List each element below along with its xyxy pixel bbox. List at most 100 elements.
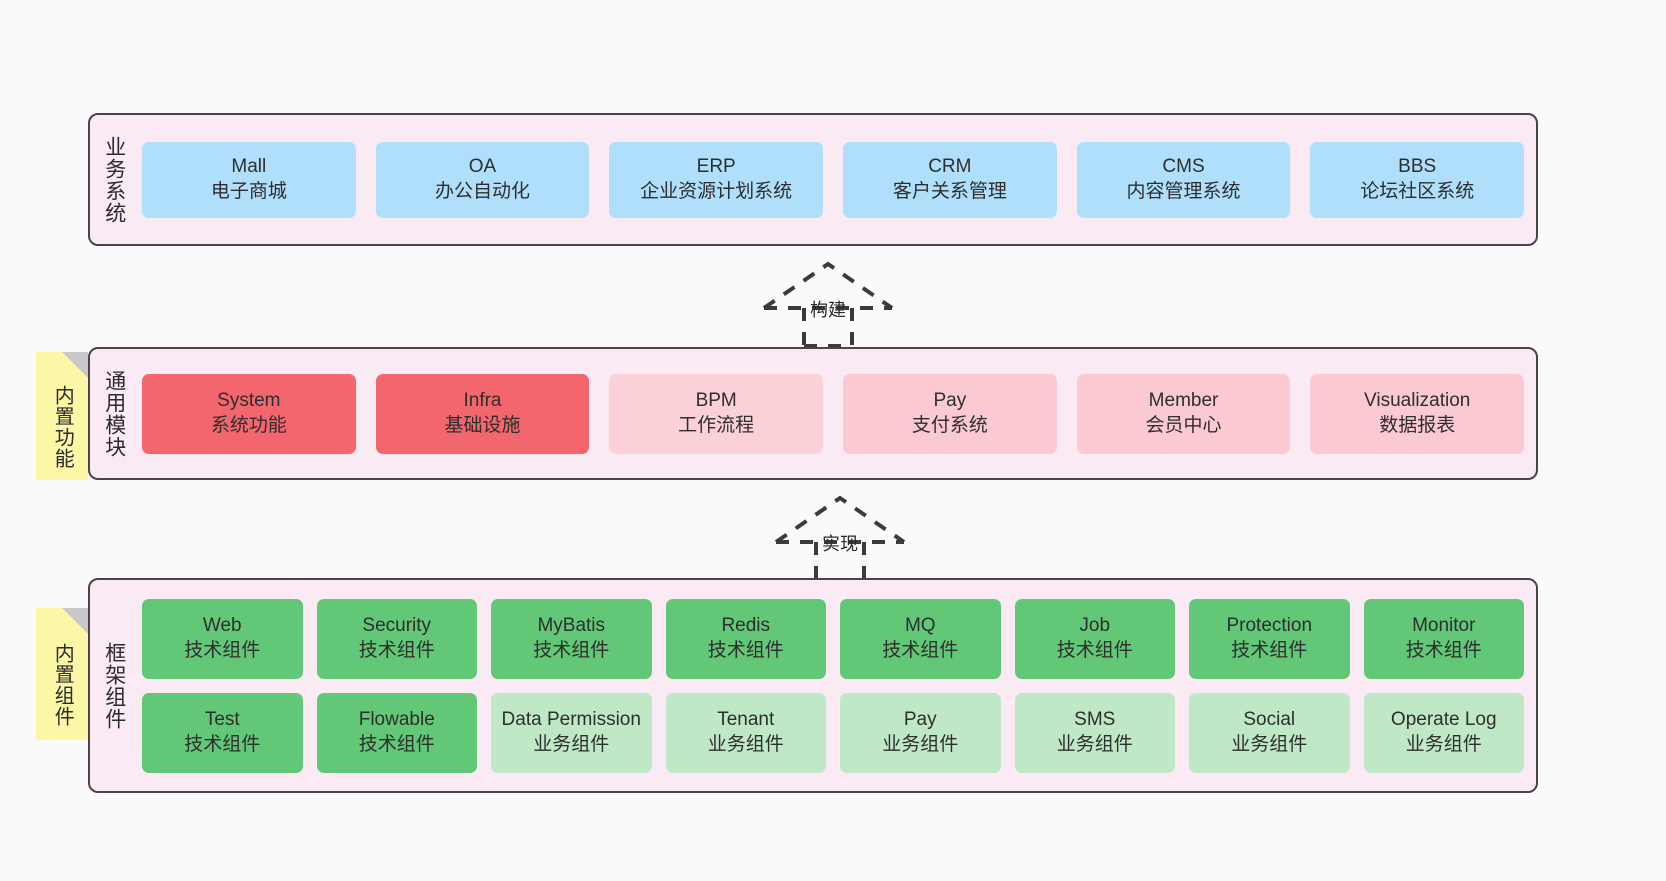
card-pay-module[interactable]: Pay 支付系统 — [843, 373, 1057, 454]
connector-build-label: 构建 — [810, 300, 846, 320]
card-subtitle: 支付系统 — [911, 414, 988, 436]
card-infra[interactable]: Infra 基础设施 — [375, 373, 590, 454]
card-title: Infra — [463, 390, 502, 412]
card-subtitle: 技术组件 — [882, 639, 959, 661]
card-subtitle: 业务组件 — [1056, 733, 1133, 755]
note-fold-corner-icon — [62, 608, 88, 634]
card-flowable[interactable]: Flowable 技术组件 — [316, 692, 477, 773]
card-title: BPM — [695, 390, 737, 412]
card-subtitle: 技术组件 — [707, 639, 784, 661]
card-subtitle: 系统功能 — [210, 414, 287, 436]
card-mybatis[interactable]: MyBatis 技术组件 — [491, 598, 652, 679]
card-redis[interactable]: Redis 技术组件 — [665, 598, 826, 679]
card-mq[interactable]: MQ 技术组件 — [840, 598, 1001, 679]
layer-title-common-modules: 通用模块 — [102, 369, 126, 458]
card-pay-component[interactable]: Pay 业务组件 — [840, 692, 1001, 773]
note-fold-corner-icon — [62, 352, 88, 378]
note-label: 内置组件 — [51, 643, 74, 727]
card-web[interactable]: Web 技术组件 — [142, 598, 303, 679]
layer-business-systems: 业务系统 Mall 电子商城 OA 办公自动化 ERP 企业资源计划系统 CRM… — [88, 113, 1538, 246]
card-monitor[interactable]: Monitor 技术组件 — [1363, 598, 1524, 679]
card-subtitle: 客户关系管理 — [892, 180, 1007, 202]
card-tenant[interactable]: Tenant 业务组件 — [665, 692, 826, 773]
card-title: Protection — [1226, 615, 1313, 637]
card-subtitle: 数据报表 — [1379, 414, 1456, 436]
card-title: BBS — [1398, 156, 1437, 178]
card-title: CMS — [1162, 156, 1205, 178]
connector-implement: 实现 — [770, 492, 910, 582]
card-subtitle: 技术组件 — [1056, 639, 1133, 661]
layer-title-business-systems: 业务系统 — [102, 135, 126, 224]
card-erp[interactable]: ERP 企业资源计划系统 — [609, 141, 824, 218]
card-subtitle: 基础设施 — [444, 414, 521, 436]
card-title: Web — [202, 615, 242, 637]
card-title: MyBatis — [537, 615, 606, 637]
card-subtitle: 技术组件 — [358, 639, 435, 661]
card-visualization[interactable]: Visualization 数据报表 — [1310, 373, 1525, 454]
card-title: Tenant — [717, 709, 775, 731]
card-social[interactable]: Social 业务组件 — [1189, 692, 1350, 773]
card-sms[interactable]: SMS 业务组件 — [1014, 692, 1175, 773]
card-subtitle: 业务组件 — [1231, 733, 1308, 755]
card-subtitle: 技术组件 — [533, 639, 610, 661]
card-title: System — [217, 390, 281, 412]
card-title: MQ — [904, 615, 936, 637]
card-subtitle: 技术组件 — [184, 733, 261, 755]
card-title: OA — [468, 156, 497, 178]
card-title: Pay — [933, 390, 967, 412]
card-subtitle: 技术组件 — [358, 733, 435, 755]
card-title: Monitor — [1412, 615, 1476, 637]
card-subtitle: 业务组件 — [882, 733, 959, 755]
framework-row-1: Web 技术组件 Security 技术组件 MyBatis 技术组件 Redi… — [142, 598, 1524, 679]
card-protection[interactable]: Protection 技术组件 — [1189, 598, 1350, 679]
card-title: Operate Log — [1390, 709, 1497, 731]
layer-body-business-systems: Mall 电子商城 OA 办公自动化 ERP 企业资源计划系统 CRM 客户关系… — [138, 115, 1536, 244]
common-row-1: System 系统功能 Infra 基础设施 BPM 工作流程 Pay 支付系统… — [142, 373, 1525, 454]
card-oa[interactable]: OA 办公自动化 — [375, 141, 590, 218]
card-subtitle: 论坛社区系统 — [1360, 180, 1475, 202]
card-title: ERP — [696, 156, 736, 178]
card-cms[interactable]: CMS 内容管理系统 — [1076, 141, 1291, 218]
note-builtin-features: 内置功能 — [36, 352, 88, 480]
card-title: Redis — [721, 615, 771, 637]
card-operate-log[interactable]: Operate Log 业务组件 — [1363, 692, 1524, 773]
card-crm[interactable]: CRM 客户关系管理 — [843, 141, 1057, 218]
card-title: Pay — [903, 709, 937, 731]
card-member[interactable]: Member 会员中心 — [1076, 373, 1291, 454]
card-subtitle: 会员中心 — [1145, 414, 1222, 436]
card-subtitle: 企业资源计划系统 — [640, 180, 793, 202]
card-subtitle: 业务组件 — [533, 733, 610, 755]
card-subtitle: 技术组件 — [1405, 639, 1482, 661]
card-bpm[interactable]: BPM 工作流程 — [609, 373, 824, 454]
card-subtitle: 内容管理系统 — [1126, 180, 1241, 202]
card-test[interactable]: Test 技术组件 — [142, 692, 303, 773]
card-title: Visualization — [1364, 390, 1471, 412]
card-mall[interactable]: Mall 电子商城 — [142, 141, 356, 218]
card-subtitle: 办公自动化 — [435, 180, 531, 202]
card-security[interactable]: Security 技术组件 — [316, 598, 477, 679]
layer-body-framework-components: Web 技术组件 Security 技术组件 MyBatis 技术组件 Redi… — [138, 580, 1536, 791]
connector-build: 构建 — [758, 258, 898, 348]
card-system[interactable]: System 系统功能 — [142, 373, 356, 454]
layer-title-framework-components: 框架组件 — [102, 641, 126, 730]
card-title: Mall — [231, 156, 267, 178]
card-subtitle: 技术组件 — [184, 639, 261, 661]
card-subtitle: 技术组件 — [1231, 639, 1308, 661]
card-job[interactable]: Job 技术组件 — [1014, 598, 1175, 679]
card-title: Test — [204, 709, 240, 731]
card-title: Member — [1148, 390, 1219, 412]
card-title: Job — [1079, 615, 1111, 637]
layer-framework-components: 框架组件 Web 技术组件 Security 技术组件 MyBatis 技术组件… — [88, 578, 1538, 793]
connector-implement-label: 实现 — [822, 534, 858, 554]
layer-common-modules: 通用模块 System 系统功能 Infra 基础设施 BPM 工作流程 Pay… — [88, 347, 1538, 480]
card-data-permission[interactable]: Data Permission 业务组件 — [491, 692, 652, 773]
card-subtitle: 业务组件 — [1405, 733, 1482, 755]
card-subtitle: 工作流程 — [678, 414, 755, 436]
card-title: Flowable — [358, 709, 435, 731]
layer-body-common-modules: System 系统功能 Infra 基础设施 BPM 工作流程 Pay 支付系统… — [138, 349, 1536, 478]
connector-build-icon — [762, 261, 894, 348]
card-subtitle: 业务组件 — [707, 733, 784, 755]
card-subtitle: 电子商城 — [210, 180, 287, 202]
card-title: SMS — [1074, 709, 1116, 731]
card-bbs[interactable]: BBS 论坛社区系统 — [1310, 141, 1525, 218]
